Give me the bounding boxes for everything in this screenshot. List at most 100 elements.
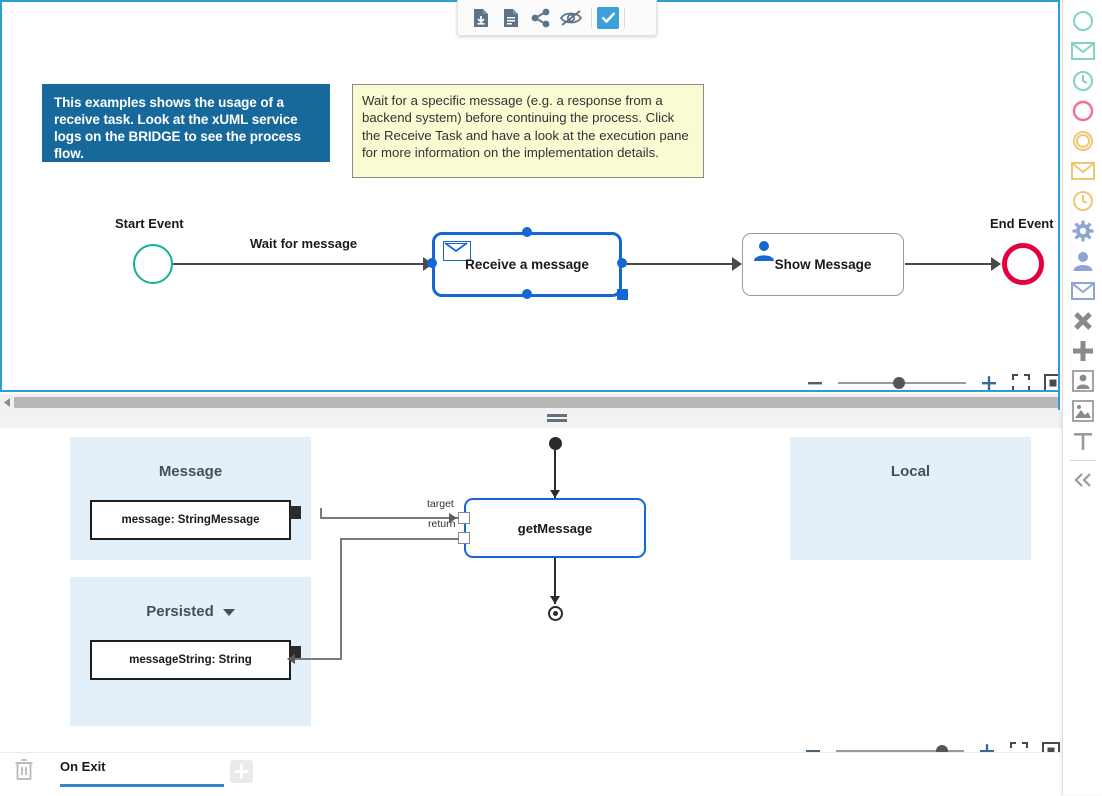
palette-collapse[interactable] <box>1068 465 1098 495</box>
palette-text[interactable] <box>1068 426 1098 456</box>
scroll-left-icon[interactable] <box>0 394 14 410</box>
object-node-persisted[interactable]: messageString: String <box>90 640 291 680</box>
flow-initial-to-action <box>554 450 556 504</box>
palette-gateway-exclusive[interactable] <box>1068 306 1098 336</box>
action-node-label: getMessage <box>517 520 593 536</box>
start-event-node[interactable] <box>133 244 173 284</box>
pin-label-return: return <box>428 518 456 530</box>
flow-action-to-final <box>554 558 556 604</box>
arrowhead-down-2 <box>550 596 560 604</box>
bottom-toolbar <box>0 752 1102 796</box>
lane-local[interactable]: Local <box>790 437 1031 560</box>
bpmn-floating-toolbar[interactable] <box>457 0 657 36</box>
sequence-flow-label: Wait for message <box>250 236 358 251</box>
element-palette[interactable] <box>1062 0 1102 795</box>
uml-activity-canvas[interactable]: Message message: StringMessage Persisted… <box>0 428 1102 758</box>
trash-icon[interactable] <box>13 758 37 784</box>
link-return-h <box>340 538 459 540</box>
resize-handle-bottom[interactable] <box>522 289 532 299</box>
fit-content-icon[interactable] <box>1040 370 1058 390</box>
pin-label-target: target <box>427 498 454 510</box>
bpmn-zoom-controls[interactable] <box>802 370 1058 390</box>
zoom-in-button[interactable] <box>974 738 1000 758</box>
palette-timer-start-event[interactable] <box>1068 66 1098 96</box>
palette-receive-task[interactable] <box>1068 276 1098 306</box>
pane-splitter[interactable] <box>0 410 1102 428</box>
input-pin-target[interactable] <box>458 512 470 524</box>
palette-divider <box>1069 460 1096 461</box>
resize-handle-corner[interactable] <box>617 289 628 300</box>
palette-user-task[interactable] <box>1068 246 1098 276</box>
fit-content-icon[interactable] <box>1038 738 1064 758</box>
user-task-label: Show Message <box>774 257 872 272</box>
note-blue[interactable]: This examples shows the usage of a recei… <box>42 84 330 162</box>
horizontal-scrollbar[interactable] <box>0 394 1060 410</box>
eye-off-icon[interactable] <box>556 3 586 33</box>
palette-lane[interactable] <box>1068 366 1098 396</box>
toolbar-divider <box>591 7 592 28</box>
receive-task-node[interactable]: Receive a message <box>432 232 622 297</box>
object-node-message[interactable]: message: StringMessage <box>90 500 291 540</box>
resize-handle-right[interactable] <box>617 258 627 268</box>
resize-handle-top[interactable] <box>522 227 532 237</box>
zoom-slider-thumb[interactable] <box>893 377 905 389</box>
canvas-right-edge <box>1058 0 1060 410</box>
share-icon[interactable] <box>526 3 556 33</box>
zoom-in-button[interactable] <box>976 370 1002 390</box>
palette-message-intermediate-event[interactable] <box>1068 156 1098 186</box>
palette-timer-intermediate-event[interactable] <box>1068 186 1098 216</box>
zoom-slider-track[interactable] <box>838 377 966 389</box>
activity-final-node[interactable] <box>548 606 563 621</box>
arrowhead-persisted <box>287 654 295 664</box>
connector-show-to-end <box>905 263 993 265</box>
tab-on-exit[interactable]: On Exit <box>60 758 224 787</box>
document-icon[interactable] <box>496 3 526 33</box>
object-label: messageString: String <box>129 654 252 666</box>
bpmn-canvas[interactable]: This examples shows the usage of a recei… <box>0 0 1060 392</box>
download-file-icon[interactable] <box>466 3 496 33</box>
palette-service-task[interactable] <box>1068 216 1098 246</box>
tab-label: On Exit <box>60 759 106 774</box>
palette-message-start-event[interactable] <box>1068 36 1098 66</box>
scrollbar-thumb[interactable] <box>14 396 1058 408</box>
fit-screen-icon[interactable] <box>1008 370 1034 390</box>
toolbar-divider-2 <box>624 7 625 28</box>
person-icon <box>752 240 776 267</box>
object-label: message: StringMessage <box>121 514 260 526</box>
user-task-node[interactable]: Show Message <box>742 233 904 296</box>
palette-gateway-parallel[interactable] <box>1068 336 1098 366</box>
arrowhead-show <box>732 257 742 271</box>
note-yellow[interactable]: Wait for a specific message (e.g. a resp… <box>352 84 704 178</box>
checkbox-checked-icon[interactable] <box>597 6 619 29</box>
link-return-h2 <box>291 658 341 660</box>
lane-title: Persisted <box>70 603 311 620</box>
object-pin <box>290 506 301 519</box>
palette-end-event[interactable] <box>1068 96 1098 126</box>
action-node-getmessage[interactable]: getMessage <box>464 498 646 558</box>
splitter-grip-icon[interactable] <box>547 414 567 424</box>
chevron-down-icon[interactable] <box>222 608 235 616</box>
add-tab-button[interactable] <box>230 760 253 783</box>
initial-node[interactable] <box>549 437 562 450</box>
arrowhead-end <box>991 257 1001 271</box>
lane-title-text: Persisted <box>146 603 214 620</box>
arrowhead-down <box>550 490 560 498</box>
zoom-out-button[interactable] <box>802 370 828 390</box>
zoom-out-button[interactable] <box>800 738 826 758</box>
start-event-label: Start Event <box>115 216 184 231</box>
connector-receive-to-show <box>624 263 732 265</box>
envelope-icon <box>443 241 471 261</box>
palette-start-event[interactable] <box>1068 6 1098 36</box>
arrowhead-target <box>449 513 457 523</box>
link-message-h <box>320 517 458 519</box>
lane-message[interactable]: Message <box>70 437 311 560</box>
link-return-v <box>340 538 342 660</box>
palette-image[interactable] <box>1068 396 1098 426</box>
end-event-node[interactable] <box>1002 243 1044 285</box>
link-message-v <box>320 508 322 519</box>
resize-handle-left[interactable] <box>427 258 437 268</box>
receive-task-label: Receive a message <box>465 257 589 272</box>
input-pin-return[interactable] <box>458 532 470 544</box>
palette-intermediate-event[interactable] <box>1068 126 1098 156</box>
lane-title: Message <box>158 463 223 480</box>
